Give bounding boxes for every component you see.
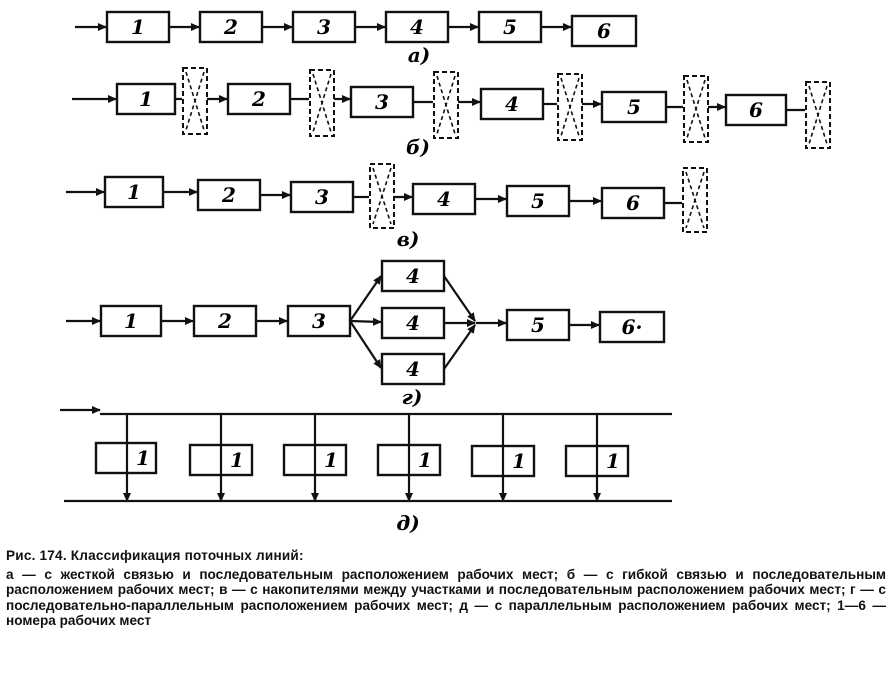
workstation-number: 3 bbox=[312, 309, 326, 333]
workstation-box: 1 bbox=[105, 10, 171, 44]
workstation-number: 1 bbox=[127, 180, 141, 204]
workstation-box: 5 bbox=[477, 10, 543, 44]
workstation-box: 4 bbox=[411, 182, 477, 216]
scheme-v: 1 2 3 4 5 6 bbox=[66, 163, 708, 251]
workstation-number: 6 bbox=[597, 19, 611, 43]
accumulator-symbol bbox=[182, 67, 208, 135]
workstation-box: 4 bbox=[380, 306, 446, 340]
workstation-number: 1 bbox=[230, 448, 244, 472]
workstation-number: 3 bbox=[317, 15, 331, 39]
workstation-number: 3 bbox=[315, 185, 329, 209]
accumulator-symbol bbox=[683, 75, 709, 143]
workstation-number: 5 bbox=[531, 189, 545, 213]
workstation-box: 3 bbox=[286, 304, 352, 338]
caption-text: а — с жесткой связью и последовательным … bbox=[6, 566, 886, 629]
workstation-box: 5 bbox=[600, 90, 668, 124]
workstation-box: 6 bbox=[570, 14, 638, 48]
workstation-number: 1 bbox=[139, 87, 153, 111]
workstation-number: 1 bbox=[512, 449, 526, 473]
accumulator-symbol bbox=[433, 71, 459, 139]
workstation-box: 1 bbox=[99, 304, 163, 338]
workstation-box: 4 bbox=[380, 259, 446, 293]
accumulator-symbol bbox=[557, 73, 583, 141]
scheme-label-g: г) bbox=[402, 385, 423, 409]
workstation-number: 5 bbox=[627, 95, 641, 119]
workstation-number: 1 bbox=[136, 446, 150, 470]
workstation-number: 4 bbox=[410, 15, 424, 39]
workstation-number: 6 bbox=[626, 191, 640, 215]
workstation-number: 6· bbox=[622, 315, 643, 339]
workstation-box: 2 bbox=[198, 10, 264, 44]
accumulator-symbol bbox=[682, 167, 708, 233]
workstation-number: 1 bbox=[606, 449, 620, 473]
workstation-number: 2 bbox=[251, 87, 266, 111]
scheme-a: 1 2 3 4 5 6 а) bbox=[75, 10, 638, 67]
workstation-box: 3 bbox=[291, 10, 357, 44]
workstation-number: 2 bbox=[221, 183, 236, 207]
workstation-box: 5 bbox=[505, 308, 571, 342]
workstation-box: 1 bbox=[103, 175, 165, 209]
workstation-number: 4 bbox=[406, 357, 420, 381]
workstation-box: 6 bbox=[724, 93, 788, 127]
workstation-number: 6 bbox=[749, 98, 763, 122]
figure-caption: Рис. 174. Классификация поточных линий: … bbox=[6, 548, 886, 629]
workstation-box: 2 bbox=[192, 304, 258, 338]
scheme-label-b: б) bbox=[406, 135, 430, 159]
workstation-box: 6· bbox=[598, 310, 666, 344]
workstation-number: 4 bbox=[406, 311, 420, 335]
workstation-box: 2 bbox=[196, 178, 262, 212]
accumulator-symbol bbox=[309, 69, 335, 137]
workstation-number: 3 bbox=[375, 90, 389, 114]
workstation-number: 1 bbox=[324, 448, 338, 472]
workstation-box: 4 bbox=[479, 87, 545, 121]
caption-title: Рис. 174. Классификация поточных линий: bbox=[6, 548, 304, 563]
workstation-number: 2 bbox=[217, 309, 232, 333]
scheme-label-v: в) bbox=[397, 227, 420, 251]
workstation-box: 2 bbox=[226, 82, 292, 116]
workstation-number: 2 bbox=[223, 15, 238, 39]
workstation-number: 5 bbox=[531, 313, 545, 337]
workstation-number: 4 bbox=[505, 92, 519, 116]
workstation-number: 1 bbox=[124, 309, 138, 333]
workstation-number: 4 bbox=[437, 187, 451, 211]
flow-line-diagram: 1 2 3 4 5 6 а) 1 bbox=[60, 10, 831, 535]
workstation-box: 4 bbox=[384, 10, 450, 44]
scheme-label-d: д) bbox=[396, 511, 419, 535]
workstation-box: 6 bbox=[600, 186, 666, 220]
workstation-box: 4 bbox=[380, 352, 446, 386]
workstation-box: 5 bbox=[505, 184, 571, 218]
accumulator-symbol bbox=[805, 81, 831, 149]
accumulator-symbol bbox=[369, 163, 395, 229]
scheme-g: 1 2 3 4 4 4 bbox=[66, 259, 666, 409]
workstation-box: 3 bbox=[289, 180, 355, 214]
scheme-label-a: а) bbox=[408, 43, 430, 67]
scheme-b: 1 2 3 4 bbox=[72, 67, 831, 159]
workstation-number: 1 bbox=[131, 15, 145, 39]
workstation-box: 3 bbox=[349, 85, 415, 119]
workstation-number: 4 bbox=[406, 264, 420, 288]
workstation-number: 1 bbox=[418, 448, 432, 472]
workstation-box: 1 bbox=[115, 82, 177, 116]
scheme-d: 1 1 1 1 1 1 д) bbox=[60, 406, 672, 535]
workstation-number: 5 bbox=[503, 15, 517, 39]
